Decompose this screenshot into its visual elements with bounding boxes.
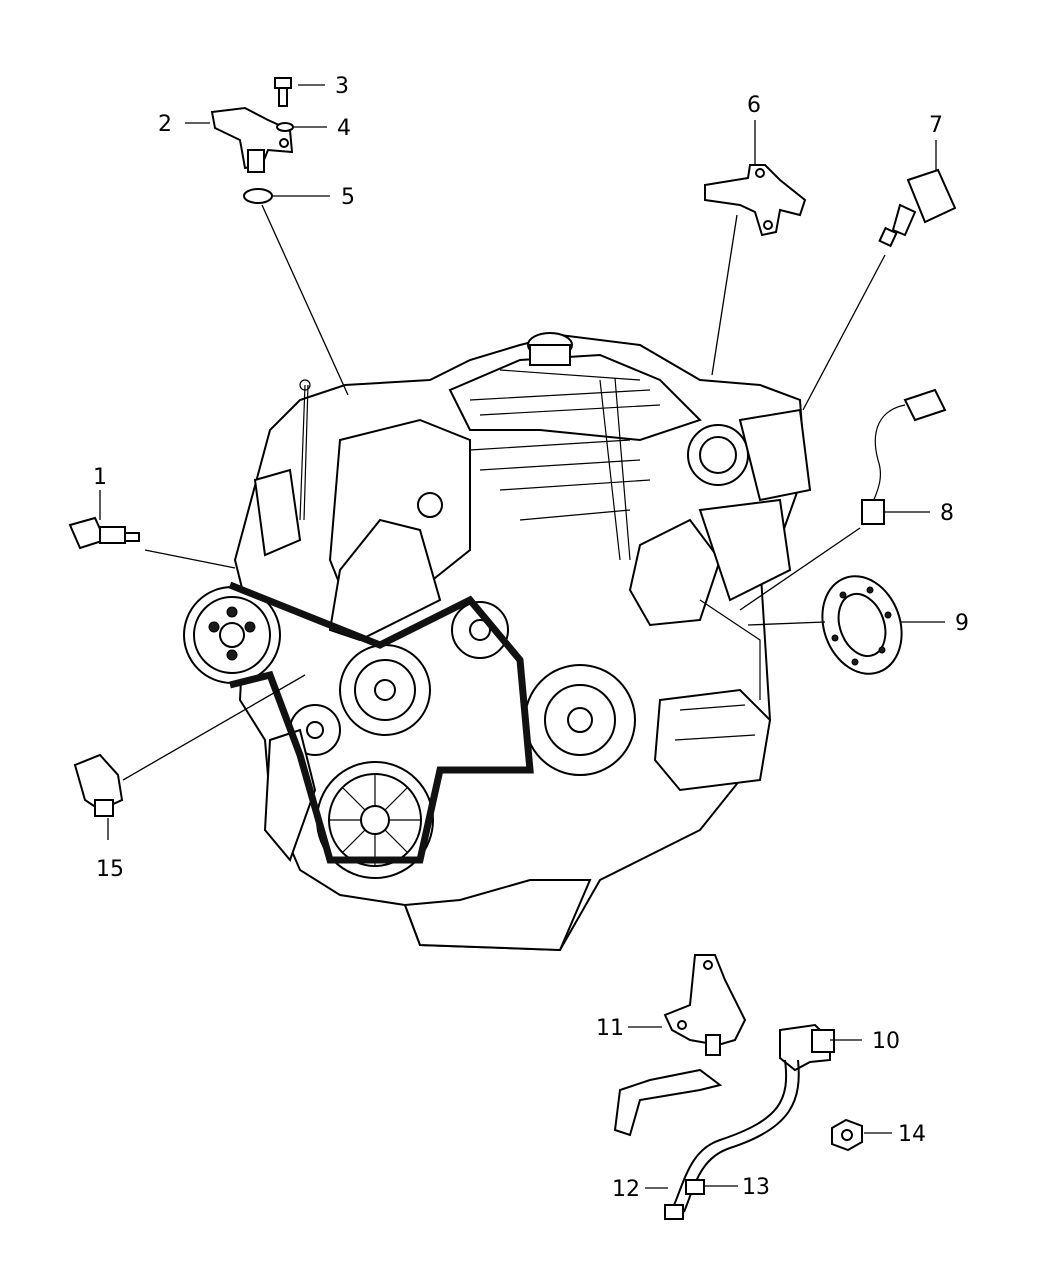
callout-4: 4 bbox=[337, 116, 351, 141]
part-2-sensor bbox=[210, 106, 294, 173]
callout-3: 3 bbox=[335, 74, 349, 99]
part-8-sensor bbox=[861, 388, 947, 525]
callout-13: 13 bbox=[742, 1175, 770, 1200]
engine-assembly bbox=[183, 332, 812, 952]
callout-9: 9 bbox=[955, 611, 969, 636]
alternator bbox=[524, 664, 636, 776]
callout-14: 14 bbox=[898, 1122, 926, 1147]
crankshaft-pulley bbox=[316, 761, 434, 879]
callout-11: 11 bbox=[596, 1016, 624, 1041]
callout-7: 7 bbox=[929, 113, 943, 138]
part-4-washer bbox=[276, 122, 294, 132]
callout-15: 15 bbox=[96, 857, 124, 882]
callout-2: 2 bbox=[158, 112, 172, 137]
callout-labels: 1 2 3 4 5 6 7 8 9 10 11 12 13 14 15 bbox=[93, 74, 969, 1202]
part-10-sensor bbox=[779, 1023, 835, 1072]
part-3-bolt bbox=[274, 77, 292, 107]
callout-12: 12 bbox=[612, 1177, 640, 1202]
leader-lines bbox=[99, 84, 945, 1189]
callout-5: 5 bbox=[341, 185, 355, 210]
left-pulley bbox=[183, 586, 281, 684]
part-5-o-ring bbox=[243, 188, 273, 204]
part-13-fitting bbox=[685, 1179, 705, 1195]
callout-10: 10 bbox=[872, 1029, 900, 1054]
water-pump-pulley bbox=[339, 644, 431, 736]
callout-6: 6 bbox=[747, 93, 761, 118]
part-7-sensor bbox=[878, 168, 957, 248]
part-1-sensor bbox=[68, 516, 140, 550]
part-15-sensor bbox=[73, 753, 124, 817]
callout-8: 8 bbox=[940, 501, 954, 526]
idler-pulley bbox=[451, 601, 509, 659]
part-11-bracket bbox=[613, 954, 747, 1137]
part-14-nut bbox=[831, 1118, 863, 1152]
part-6-sensor bbox=[704, 164, 807, 237]
callout-1: 1 bbox=[93, 465, 107, 490]
part-9-tone-ring bbox=[821, 575, 903, 675]
